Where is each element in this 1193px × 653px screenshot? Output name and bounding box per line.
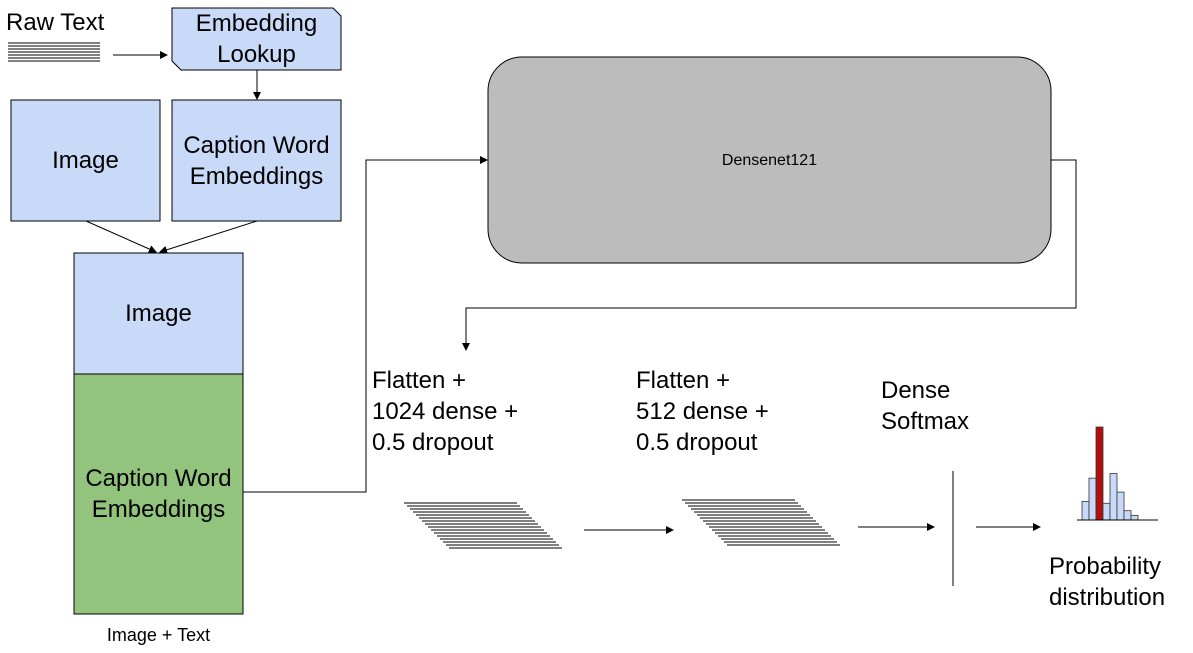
histogram-bar <box>1095 426 1104 521</box>
stack-caption-label: Caption Word Embeddings <box>85 465 232 523</box>
embedding-lookup-shape <box>171 7 342 71</box>
stack-caption-box <box>73 373 244 615</box>
caption-embeddings-label-top: Caption Word Embeddings <box>183 131 330 190</box>
layer1-neurons-icon <box>404 502 562 549</box>
histogram-bar <box>1088 477 1097 521</box>
embedding-lookup-label: Embedding Lookup <box>195 10 318 68</box>
image-label-top: Image <box>52 147 119 174</box>
histogram-bar <box>1123 510 1132 521</box>
arrow-image-to-stack <box>85 220 157 253</box>
image-box-top <box>10 99 161 222</box>
raw-text-label: Raw Text <box>6 9 105 36</box>
histogram-bar <box>1081 500 1090 521</box>
probability-distribution-label: Probability distribution <box>1049 553 1166 611</box>
layer2-label: Flatten + 512 dense + 0.5 dropout <box>636 367 769 456</box>
arrow-densenet-to-layer1 <box>462 159 1077 351</box>
histogram-bar <box>1130 514 1139 521</box>
softmax-label: Dense Softmax <box>881 377 970 435</box>
histogram-bar <box>1109 473 1118 521</box>
stack-image-label: Image <box>125 300 192 327</box>
raw-text-icon <box>8 42 100 62</box>
densenet-label: Densenet121 <box>721 151 818 169</box>
image-plus-text-label: Image + Text <box>106 625 211 645</box>
stack-image-box <box>73 252 244 375</box>
caption-embeddings-box-top <box>171 99 342 222</box>
layer2-neurons-icon <box>682 499 840 546</box>
arrow-stack-to-densenet <box>243 156 488 493</box>
histogram-bar <box>1102 502 1111 521</box>
layer1-label: Flatten + 1024 dense + 0.5 dropout <box>372 367 519 456</box>
probability-histogram-icon <box>1081 426 1139 521</box>
arrow-caption-to-stack <box>159 220 258 254</box>
histogram-bar <box>1116 491 1125 521</box>
